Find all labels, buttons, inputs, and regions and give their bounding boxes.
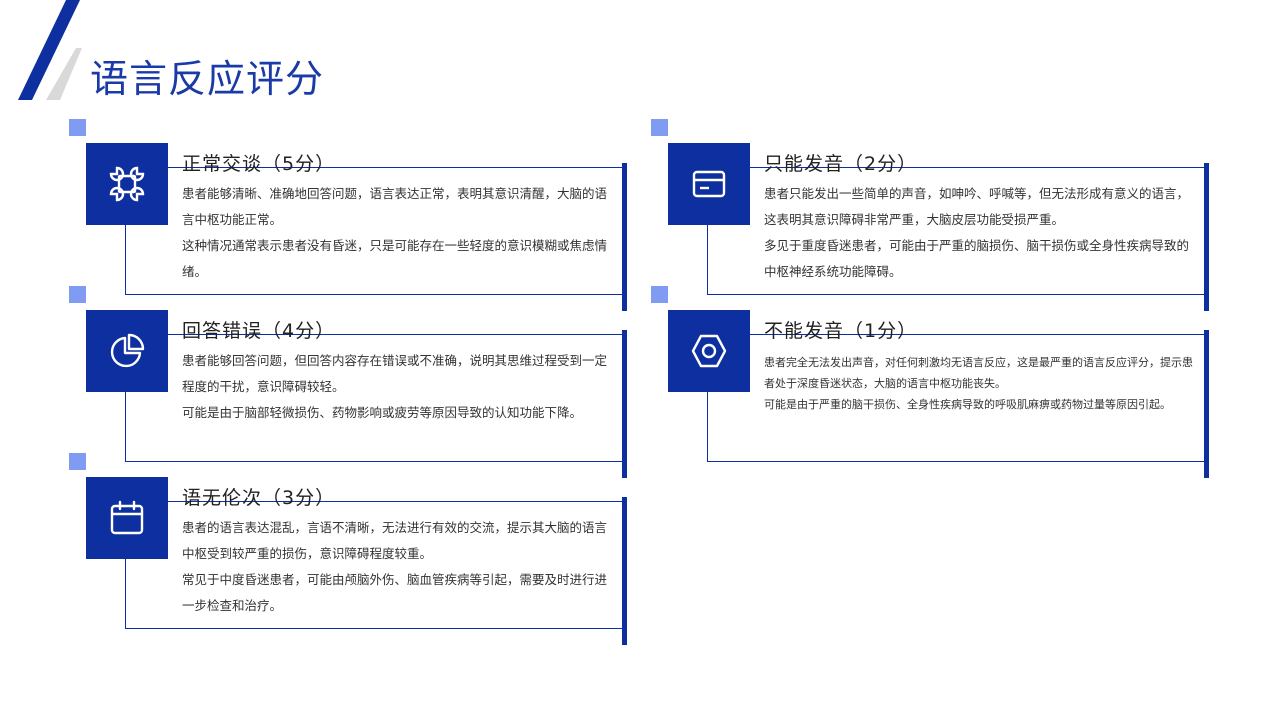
card-body: 患者的语言表达混乱，言语不清晰，无法进行有效的交流，提示其大脑的语言中枢受到较严… bbox=[182, 515, 612, 619]
card-marker bbox=[69, 286, 86, 303]
card-frame bbox=[707, 334, 1206, 462]
card-frame bbox=[125, 167, 624, 295]
card-accent-bar bbox=[1204, 163, 1209, 311]
card-paragraph: 常见于中度昏迷患者，可能由颅脑外伤、脑血管疾病等引起，需要及时进行进一步检查和治… bbox=[182, 572, 608, 613]
card-marker bbox=[651, 119, 668, 136]
score-card-wrong-answers: 回答错误（4分） 患者能够回答问题，但回答内容存在错误或不准确，说明其思维过程受… bbox=[69, 286, 629, 478]
card-paragraph: 这种情况通常表示患者没有昏迷，只是可能存在一些轻度的意识模糊或焦虑情绪。 bbox=[182, 238, 608, 279]
card-paragraph: 多见于重度昏迷患者，可能由于严重的脑损伤、脑干损伤或全身性疾病导致的中枢神经系统… bbox=[764, 238, 1190, 279]
score-card-no-sound: 不能发音（1分） 患者完全无法发出声音，对任何刺激均无语言反应，这是最严重的语言… bbox=[651, 286, 1211, 478]
card-heading: 回答错误（4分） bbox=[182, 320, 336, 342]
card-accent-bar bbox=[622, 163, 627, 311]
calendar-icon bbox=[110, 500, 144, 535]
score-card-sounds-only: 只能发音（2分） 患者只能发出一些简单的声音，如呻吟、呼喊等，但无法形成有意义的… bbox=[651, 119, 1211, 311]
card-icon-box bbox=[86, 477, 168, 559]
card-heading: 不能发音（1分） bbox=[764, 320, 918, 342]
card-icon-box bbox=[86, 143, 168, 225]
card-paragraph: 患者能够回答问题，但回答内容存在错误或不准确，说明其思维过程受到一定程度的干扰，… bbox=[182, 353, 608, 394]
card-icon-box bbox=[668, 310, 750, 392]
card-body: 患者能够回答问题，但回答内容存在错误或不准确，说明其思维过程受到一定程度的干扰，… bbox=[182, 348, 612, 426]
score-card-incoherent: 语无伦次（3分） 患者的语言表达混乱，言语不清晰，无法进行有效的交流，提示其大脑… bbox=[69, 453, 629, 645]
card-accent-bar bbox=[622, 497, 627, 645]
hexagon-icon bbox=[691, 334, 727, 368]
card-icon bbox=[692, 170, 726, 198]
card-paragraph: 患者完全无法发出声音，对任何刺激均无语言反应，这是最严重的语言反应评分，提示患者… bbox=[764, 356, 1193, 390]
card-body: 患者只能发出一些简单的声音，如呻吟、呼喊等，但无法形成有意义的语言，这表明其意识… bbox=[764, 181, 1194, 285]
card-heading: 语无伦次（3分） bbox=[182, 487, 336, 509]
card-paragraph: 患者只能发出一些简单的声音，如呻吟、呼喊等，但无法形成有意义的语言，这表明其意识… bbox=[764, 186, 1190, 227]
card-heading: 只能发音（2分） bbox=[764, 153, 918, 175]
pie-chart-icon bbox=[110, 333, 145, 368]
score-card-normal-conversation: 正常交谈（5分） 患者能够清晰、准确地回答问题，语言表达正常，表明其意识清醒，大… bbox=[69, 119, 629, 311]
card-accent-bar bbox=[1204, 330, 1209, 478]
page-title: 语言反应评分 bbox=[90, 57, 325, 101]
card-paragraph: 患者能够清晰、准确地回答问题，语言表达正常，表明其意识清醒，大脑的语言中枢功能正… bbox=[182, 186, 608, 227]
card-frame bbox=[707, 167, 1206, 295]
card-body: 患者完全无法发出声音，对任何刺激均无语言反应，这是最严重的语言反应评分，提示患者… bbox=[764, 352, 1194, 415]
card-icon-box bbox=[86, 310, 168, 392]
card-icon-box bbox=[668, 143, 750, 225]
card-marker bbox=[651, 286, 668, 303]
card-body: 患者能够清晰、准确地回答问题，语言表达正常，表明其意识清醒，大脑的语言中枢功能正… bbox=[182, 181, 612, 285]
grid-icon bbox=[109, 166, 145, 202]
card-paragraph: 患者的语言表达混乱，言语不清晰，无法进行有效的交流，提示其大脑的语言中枢受到较严… bbox=[182, 520, 608, 561]
card-marker bbox=[69, 453, 86, 470]
card-marker bbox=[69, 119, 86, 136]
card-frame bbox=[125, 501, 624, 629]
card-paragraph: 可能是由于脑部轻微损伤、药物影响或疲劳等原因导致的认知功能下降。 bbox=[182, 405, 583, 420]
card-heading: 正常交谈（5分） bbox=[182, 153, 336, 175]
card-frame bbox=[125, 334, 624, 462]
card-paragraph: 可能是由于严重的脑干损伤、全身性疾病导致的呼吸肌麻痹或药物过量等原因引起。 bbox=[764, 398, 1171, 411]
card-accent-bar bbox=[622, 330, 627, 478]
decorative-stripes bbox=[18, 0, 82, 100]
